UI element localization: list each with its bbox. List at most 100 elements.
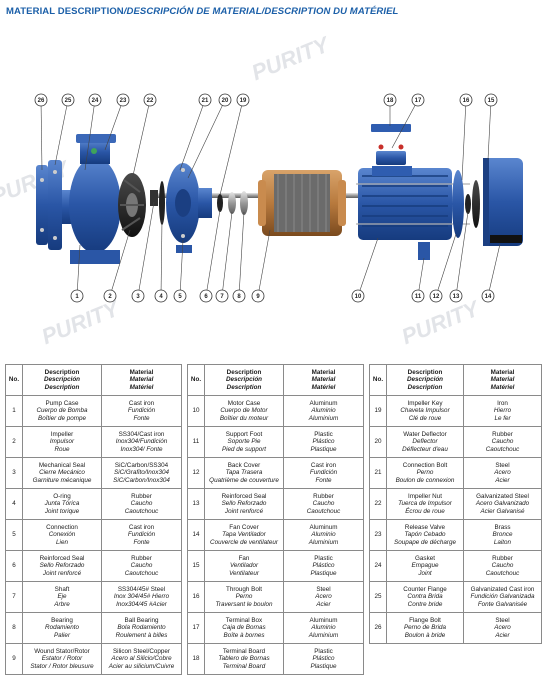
description-es: Soporte Pie <box>227 438 261 446</box>
material-en: SS304/45# Steel <box>117 586 166 594</box>
description-fr: Garniture mécanique <box>32 476 92 484</box>
material-fr: Plastique <box>310 662 337 670</box>
callout-number-top: 18 <box>387 98 394 104</box>
material-fr: Acier au silicium/Cuivre <box>108 662 175 670</box>
bearing <box>228 192 236 214</box>
material-fr: Aluminium <box>308 538 339 546</box>
shaft <box>150 193 360 198</box>
material-en: Plastic <box>314 648 333 656</box>
description-fr: Boîte à bornes <box>223 631 265 639</box>
callout-number-bottom: 14 <box>485 294 492 300</box>
reinforced-seal <box>217 194 223 212</box>
material-fr: Aluminium <box>308 631 339 639</box>
description-fr: Couvercle de ventilateur <box>210 538 278 546</box>
part-number: 14 <box>187 519 205 551</box>
material-es: Bronce <box>492 531 513 539</box>
description-es: Perno <box>416 469 434 477</box>
material-es: Inox304/Fundición <box>115 438 168 446</box>
material-es: Caucho <box>130 562 153 570</box>
material-en: Rubber <box>131 493 152 501</box>
material-es: Caucho <box>491 562 514 570</box>
description-es: Impulsor <box>49 438 75 446</box>
description-es: Junta Tórica <box>44 500 80 508</box>
support-foot <box>418 242 430 260</box>
material-es: Fundición <box>127 531 156 539</box>
callout-number-bottom: 9 <box>256 294 260 300</box>
terminal-bolt <box>378 144 384 150</box>
callout-number-top: 26 <box>38 98 45 104</box>
description-fr: Soupape de décharge <box>394 538 456 546</box>
callout-number-bottom: 8 <box>237 294 241 300</box>
header-desc-es: Descripción <box>406 376 444 384</box>
callout-leader <box>435 233 457 297</box>
callout-leader <box>205 209 221 297</box>
description-es: Cuerpo de Bomba <box>36 407 88 415</box>
description-es: Rodamiento <box>45 624 79 632</box>
callout-circle <box>70 289 84 303</box>
callout-leader <box>109 229 131 297</box>
description-fr: Pied de support <box>221 445 267 453</box>
description-en: Impeller <box>50 431 74 439</box>
part-number: 10 <box>187 395 205 427</box>
description-en: Reinforced Seal <box>39 555 85 563</box>
header-mat-es: Material <box>490 376 515 384</box>
material-fr: Fonte <box>133 538 150 546</box>
material-es: Caucho <box>491 438 514 446</box>
callout-circle <box>131 289 145 303</box>
description-es: Sello Reforzado <box>221 500 267 508</box>
material-es: Bola Rodamiento <box>117 624 166 632</box>
title-english: MATERIAL DESCRIPTION <box>6 6 124 17</box>
section-title: MATERIAL DESCRIPTION/DESCRIPCIÓN DE MATE… <box>6 6 398 17</box>
header-mat-en: Material <box>490 369 515 377</box>
material-es: Aluminio <box>311 531 336 539</box>
title-french: /DESCRIPTION DU MATÉRIEL <box>261 6 399 17</box>
description-es: Tuerca de Impulsor <box>398 500 452 508</box>
description-en: Reinforced Seal <box>221 493 267 501</box>
header-desc-en: Description <box>44 369 80 377</box>
fan <box>472 180 480 228</box>
material-en: Rubber <box>313 493 334 501</box>
callout-circle <box>481 289 495 303</box>
description-en: Impeller Nut <box>408 493 442 501</box>
callout-circle <box>198 93 212 107</box>
part-number: 17 <box>187 612 205 644</box>
callout-leader <box>357 237 379 297</box>
header-desc-en: Description <box>407 369 443 377</box>
callout-circle <box>236 93 250 107</box>
release-valve-icon <box>91 148 97 154</box>
description-es: Deflector <box>412 438 438 446</box>
callout-circle <box>116 93 130 107</box>
material-fr: Caoutchouc <box>124 569 159 577</box>
material-en: Cast iron <box>128 524 155 532</box>
material-fr: Aluminium <box>308 414 339 422</box>
callout-number-bottom: 11 <box>415 294 422 300</box>
description-es: Perno de Brida <box>403 624 446 632</box>
